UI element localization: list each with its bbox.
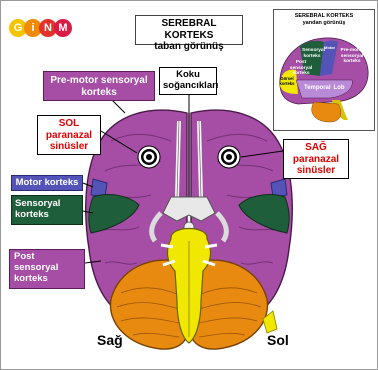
label-sensory: Sensoryal korteks [11,195,83,225]
gnm-logo: G i N M [9,19,73,39]
inset-label-sensory: Sensoryal korteks [302,48,322,59]
optic-chiasm [163,197,215,221]
logo-letter-m: M [54,19,72,37]
title-line2: taban görünüş [136,41,242,53]
inset-label-occipital: Görsel korteks [278,77,296,87]
label-right-sinus: SAĞ paranazal sinüsler [283,139,349,179]
label-olfactory: Koku soğancıkları [159,67,217,95]
label-motor: Motor korteks [11,175,83,191]
left-sinus-target [138,146,160,168]
diagram-title: SEREBRAL KORTEKS taban görünüş [135,15,243,45]
inset-label-motor: Motor [324,46,334,51]
inset-label-temporal: Temporal [304,85,332,92]
inset-label-premotor: Pre-motor sensoryal korteks [338,48,366,65]
label-left-sinus: SOL paranazal sinüsler [37,115,101,155]
right-sinus-target [218,146,240,168]
inset-label-post-sensory: Post sensoryal korteks [289,60,313,77]
label-premotor: Pre-motor sensoryal korteks [43,71,155,101]
inset-label-lobe: Lob [332,85,346,92]
title-line1: SEREBRAL KORTEKS [136,18,242,41]
side-left-label: Sol [267,332,289,348]
label-post-sensory: Post sensoryal korteks [9,249,85,289]
inset-lateral-view: SEREBRAL KORTEKS yandan görünüş Sensorya… [273,9,375,131]
side-right-label: Sağ [97,332,123,348]
